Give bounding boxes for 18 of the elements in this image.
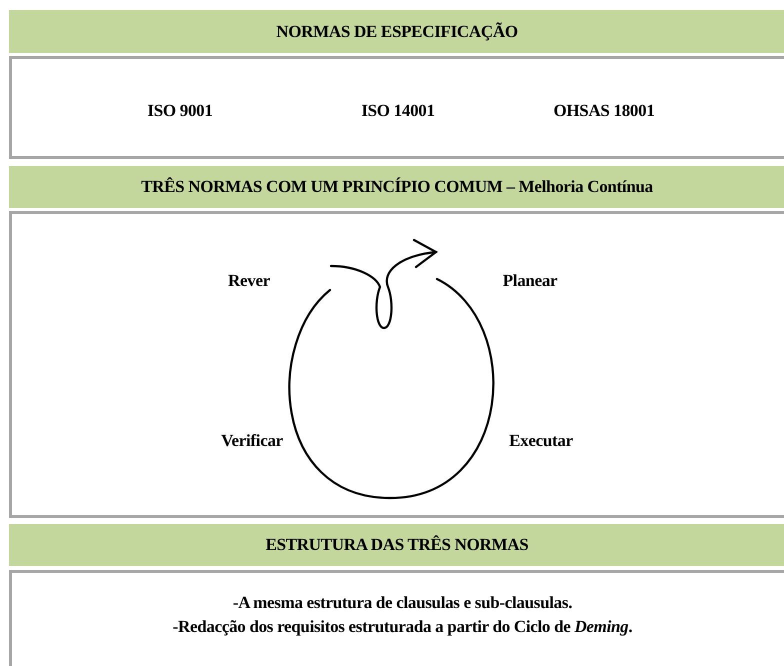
content-panel [9, 211, 784, 518]
cycle-step-label: Planear [502, 271, 558, 291]
cycle-step-label: Verificar [221, 431, 283, 451]
content-panel [9, 56, 784, 159]
bullet-text: -A mesma estrutura de clausulas e sub-clausulas. [232, 592, 572, 614]
section-header-band [9, 166, 784, 208]
standard-name: OHSAS 18001 [553, 101, 655, 121]
content-panel [9, 570, 784, 666]
cycle-step-label: Rever [228, 271, 270, 291]
section-title: NORMAS DE ESPECIFICAÇÃO [276, 22, 518, 42]
section-header-band [9, 10, 784, 53]
bullet-text: -Redacção dos requisitos estruturada a partir do Ciclo de Deming. [172, 616, 632, 638]
cycle-step-label: Executar [509, 431, 573, 451]
standard-name: ISO 9001 [147, 101, 213, 121]
section-header-band [9, 524, 784, 566]
section-title: ESTRUTURA DAS TRÊS NORMAS [266, 535, 528, 555]
section-title: TRÊS NORMAS COM UM PRINCÍPIO COMUM – Melhoria Contínua [141, 177, 653, 197]
standard-name: ISO 14001 [361, 101, 435, 121]
